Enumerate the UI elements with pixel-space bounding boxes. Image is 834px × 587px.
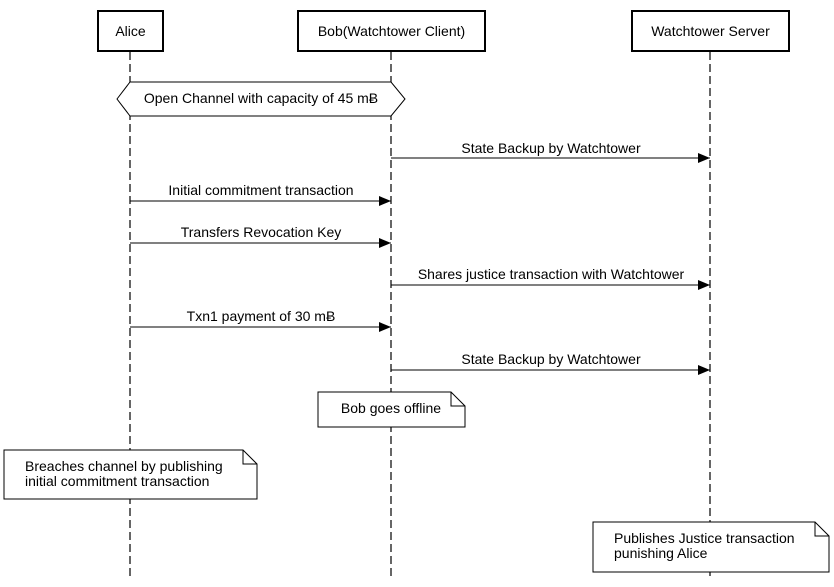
note-bob-offline: Bob goes offline xyxy=(317,391,466,428)
message-txn1-payment: Txn1 payment of 30 mɃ xyxy=(130,308,391,332)
participant-server-label: Watchtower Server xyxy=(651,23,770,39)
note-justice: Publishes Justice transaction punishing … xyxy=(592,521,830,573)
participant-bob-label: Bob(Watchtower Client) xyxy=(318,23,465,39)
participant-alice-label: Alice xyxy=(115,23,146,39)
open-channel-label: Open Channel with capacity of 45 mɃ xyxy=(144,90,378,106)
open-channel-hexagon: Open Channel with capacity of 45 mɃ xyxy=(116,81,406,117)
note-line: Publishes Justice transaction xyxy=(614,530,795,546)
message-label: State Backup by Watchtower xyxy=(461,140,641,156)
note-line: Breaches channel by publishing xyxy=(25,458,223,474)
participant-server: Watchtower Server xyxy=(631,10,790,52)
message-label: Transfers Revocation Key xyxy=(181,224,342,240)
message-label: Txn1 payment of 30 mɃ xyxy=(187,308,336,324)
participant-alice: Alice xyxy=(97,10,164,52)
message-revocation-key: Transfers Revocation Key xyxy=(130,224,391,248)
note-line: punishing Alice xyxy=(614,545,708,561)
message-state-backup-2: State Backup by Watchtower xyxy=(391,351,710,375)
message-label: Shares justice transaction with Watchtow… xyxy=(418,266,685,282)
message-initial-commitment: Initial commitment transaction xyxy=(130,182,391,206)
note-line: initial commitment transaction xyxy=(25,473,209,489)
message-justice-transaction: Shares justice transaction with Watchtow… xyxy=(391,266,710,290)
message-label: Initial commitment transaction xyxy=(168,182,353,198)
message-state-backup-1: State Backup by Watchtower xyxy=(391,140,710,163)
note-breach: Breaches channel by publishing initial c… xyxy=(3,449,258,500)
participant-bob: Bob(Watchtower Client) xyxy=(297,10,486,52)
note-line: Bob goes offline xyxy=(341,400,441,416)
message-label: State Backup by Watchtower xyxy=(461,351,641,367)
